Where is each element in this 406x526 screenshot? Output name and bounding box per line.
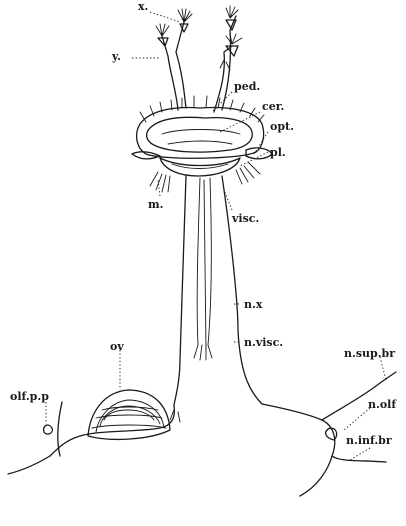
label-n-olf: n.olf: [368, 398, 397, 411]
label-n-visc: n.visc.: [244, 336, 283, 349]
label-m: m.: [148, 198, 163, 211]
label-cer: cer.: [262, 100, 284, 113]
m-fringe: [150, 172, 170, 192]
right-fringe: [236, 162, 260, 184]
leader-lines: [46, 12, 386, 460]
label-pl: pl.: [270, 146, 286, 159]
label-ped: ped.: [234, 80, 260, 93]
brush-tip-x: [178, 9, 192, 32]
label-olf-p-p: olf.p.p: [10, 390, 49, 403]
label-n-sup-br: n.sup.br: [344, 347, 395, 360]
label-opt: opt.: [270, 120, 294, 133]
label-y: y.: [111, 50, 121, 63]
osphradium: [88, 390, 170, 439]
ganglion-mass: [132, 96, 272, 192]
brush-tip-y: [156, 24, 169, 46]
label-visc: visc.: [231, 212, 259, 225]
label-ov: ov: [110, 340, 124, 353]
nerve-cords: [174, 176, 262, 405]
label-x: x.: [138, 0, 148, 13]
label-n-inf-br: n.inf.br: [346, 434, 392, 447]
label-n-x: n.x: [244, 298, 263, 311]
brush-tip-right-lower: [220, 34, 242, 70]
tentacle-nerves: [156, 6, 242, 112]
